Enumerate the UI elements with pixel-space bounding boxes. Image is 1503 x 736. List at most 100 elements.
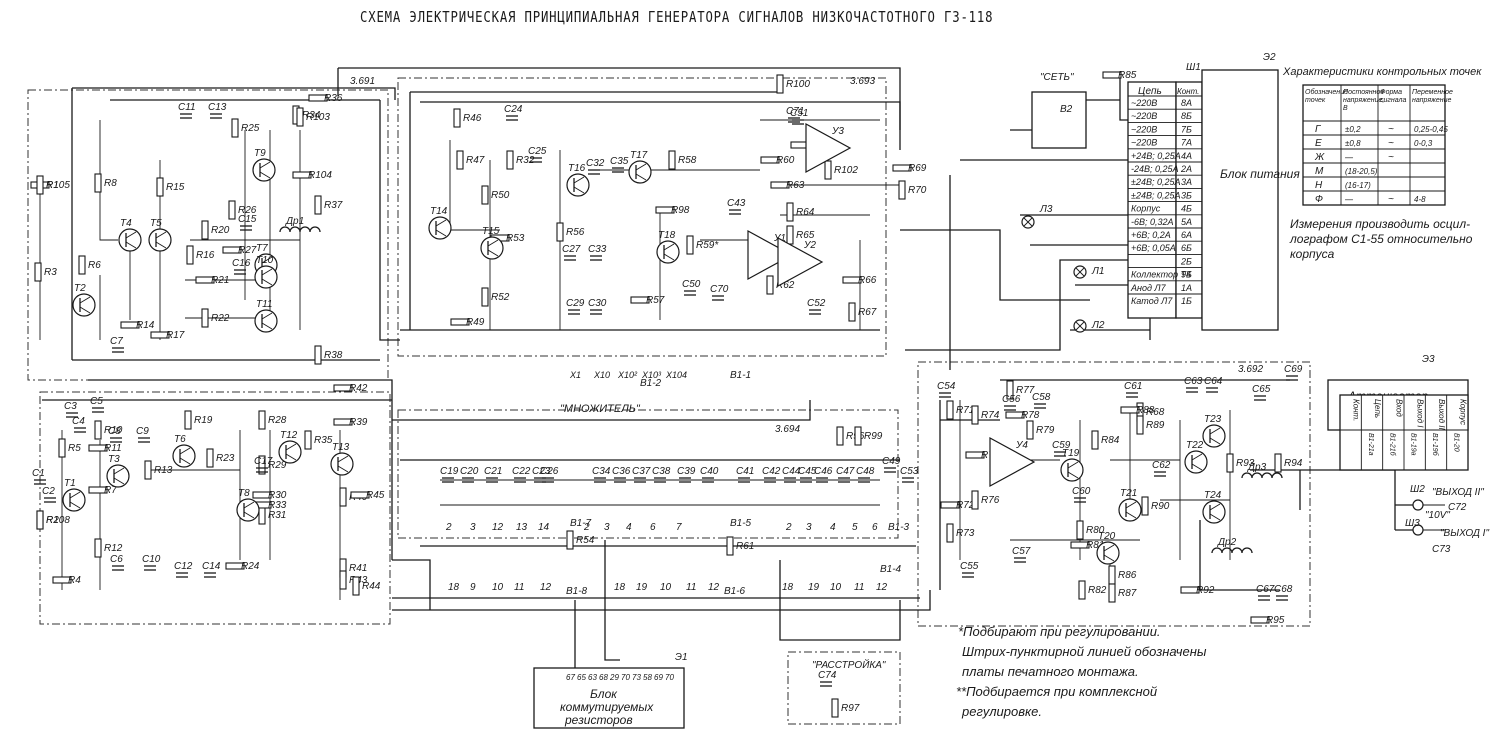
svg-text:~220В: ~220В (1131, 98, 1157, 108)
svg-text:Др3: Др3 (1247, 462, 1267, 473)
svg-text:С50: С50 (682, 279, 701, 290)
net-switch-label: "СЕТЬ" (1040, 72, 1074, 83)
checkpoint-head: точек (1305, 97, 1326, 104)
switch-contact: 12 (492, 522, 504, 533)
out-10v: "10V" (1425, 510, 1450, 521)
resistor-R6: R6 (78, 255, 101, 275)
resistor-R12: R12 (94, 538, 123, 558)
svg-text:~220В: ~220В (1131, 138, 1157, 148)
svg-text:R46: R46 (463, 113, 482, 124)
svg-text:R99: R99 (864, 431, 883, 442)
resistor-R89: R89 (1136, 415, 1165, 435)
resistor-R74: R74 (971, 405, 1000, 425)
svg-text:Т14: Т14 (430, 206, 448, 217)
capacitor-С43: С43 (727, 198, 746, 215)
svg-text:Т16: Т16 (568, 163, 586, 174)
svg-text:±0,8: ±0,8 (1345, 139, 1361, 148)
switch-contact: 3 (470, 522, 476, 533)
svg-text:6Б: 6Б (1181, 243, 1192, 253)
connector-circuit-column (1127, 81, 1177, 319)
svg-text:R26: R26 (238, 205, 257, 216)
svg-text:R100: R100 (786, 79, 810, 90)
transistor-Т4: Т4 (118, 218, 142, 252)
resistor-R95: R95 (1250, 615, 1285, 626)
resistor-R76: R76 (971, 490, 1000, 510)
transistor-Т5: Т5 (148, 218, 172, 252)
capacitor-С58: С58 (1032, 392, 1051, 409)
resistor-R81: R81 (1070, 540, 1104, 551)
svg-text:R92: R92 (1196, 585, 1215, 596)
svg-text:-24В; 0,25А: -24В; 0,25А (1131, 164, 1179, 174)
resistor-R69: R69 (892, 163, 927, 174)
svg-text:С63: С63 (1184, 376, 1203, 387)
resistor-R86: R86 (1108, 565, 1137, 585)
svg-text:Т24: Т24 (1204, 490, 1222, 501)
switch-contact: 6 (872, 522, 878, 533)
svg-text:С69: С69 (1284, 364, 1303, 375)
capacitor-С53: С53 (900, 466, 919, 483)
svg-text:С47: С47 (836, 466, 855, 477)
svg-text:С25: С25 (528, 146, 547, 157)
svg-text:5А: 5А (1181, 217, 1192, 227)
e1-pin: 65 (577, 673, 586, 682)
transistor-Т9: Т9 (252, 148, 276, 182)
multiplier-position: Х10 (593, 370, 610, 380)
svg-text:R97: R97 (841, 703, 860, 714)
resistor-R98: R98 (655, 205, 690, 216)
switch-contact: 4 (626, 522, 632, 533)
switch-contact: 3 (806, 522, 812, 533)
svg-text:R90: R90 (1151, 501, 1170, 512)
resistor-R26: R26 (228, 200, 257, 220)
svg-text:R69: R69 (908, 163, 927, 174)
capacitor-С11: С11 (178, 102, 196, 119)
capacitor-С59: С59 (1052, 440, 1071, 457)
svg-text:—: — (1344, 195, 1354, 204)
svg-text:R31: R31 (268, 510, 286, 521)
svg-text:С17: С17 (254, 456, 273, 467)
svg-text:С40: С40 (700, 466, 719, 477)
e1-pin: 58 (643, 673, 652, 682)
switch-group-label: В1-6 (724, 586, 746, 597)
svg-text:R47: R47 (466, 155, 485, 166)
svg-text:С6: С6 (110, 554, 123, 565)
switch-group-label: В1-4 (880, 564, 902, 575)
checkpoint-row: М(18-20,5) (1315, 166, 1378, 177)
svg-text:±0,2: ±0,2 (1345, 125, 1361, 134)
transistor-Т14: Т14 (428, 206, 452, 240)
svg-text:С13: С13 (208, 102, 227, 113)
opamp-symbols: У1У2У3У4 (747, 122, 1036, 488)
switch-contact: 2 (785, 522, 792, 533)
capacitor-С45: С45 (798, 466, 817, 483)
svg-text:С26: С26 (540, 466, 559, 477)
choke-Др1: Др1 (279, 216, 321, 233)
resistor-R29: R29 (258, 455, 287, 475)
svg-text:R77: R77 (1016, 385, 1035, 396)
resistor-R47: R47 (456, 150, 485, 170)
capacitor-С4: С4 (72, 416, 86, 433)
svg-text:R34: R34 (302, 110, 321, 121)
svg-text:R60: R60 (776, 155, 795, 166)
checkpoint-row: Г±0,2~0,25-0,45 (1315, 124, 1448, 135)
opamp-У2: У2 (777, 236, 824, 288)
power-block-label-1: Блок питания (1220, 167, 1300, 181)
capacitor-С52: С52 (807, 298, 826, 315)
svg-text:С14: С14 (202, 561, 221, 572)
svg-text:R76: R76 (981, 495, 1000, 506)
svg-text:R93: R93 (1236, 458, 1255, 469)
capacitor-С26: С26 (540, 466, 559, 483)
e1-pin: 70 (621, 673, 630, 682)
resistor-R71: R71 (946, 400, 974, 420)
resistor-R24: R24 (225, 561, 260, 572)
svg-text:R74: R74 (981, 410, 1000, 421)
resistor-R4: R4 (52, 575, 81, 586)
capacitor-С33: С33 (588, 244, 607, 261)
switch-contact: 12 (540, 582, 552, 593)
svg-text:R1: R1 (46, 180, 59, 191)
svg-text:+24В; 0,25А: +24В; 0,25А (1131, 151, 1181, 161)
svg-text:R78: R78 (1021, 410, 1040, 421)
svg-text:R50: R50 (491, 190, 510, 201)
